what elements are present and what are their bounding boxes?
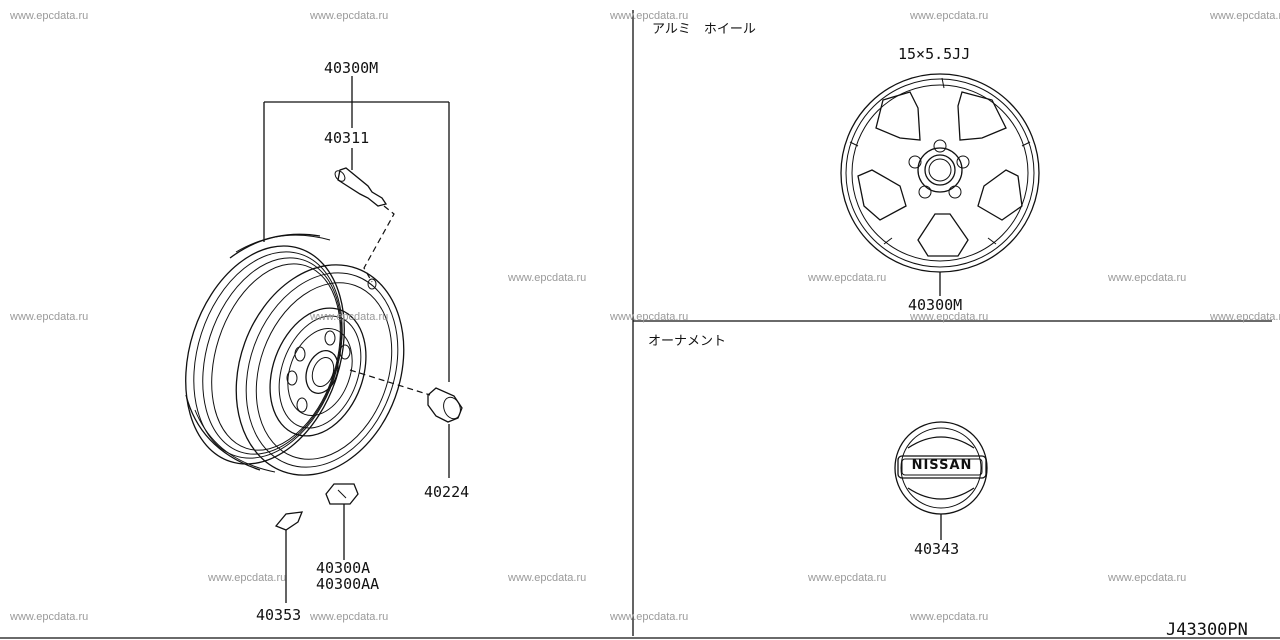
steel-wheel-drawing: [185, 233, 405, 476]
watermark: www.epcdata.ru: [910, 311, 989, 323]
valve-stem: [334, 148, 395, 283]
watermark: www.epcdata.ru: [208, 572, 287, 584]
watermark: www.epcdata.ru: [808, 572, 887, 584]
part-number-weight-b[interactable]: 40353: [256, 606, 302, 624]
watermark: www.epcdata.ru: [508, 572, 587, 584]
watermark: www.epcdata.ru: [910, 10, 989, 22]
part-number-weight-a[interactable]: 40300A: [316, 559, 371, 577]
watermark: www.epcdata.ru: [1108, 572, 1187, 584]
watermark: www.epcdata.ru: [1210, 311, 1280, 323]
watermark: www.epcdata.ru: [508, 272, 587, 284]
part-number-wheel-assembly[interactable]: 40300M: [324, 59, 379, 77]
watermark: www.epcdata.ru: [10, 311, 89, 323]
assembly-bracket: [263, 76, 450, 382]
wheel-size-label: 15×5.5JJ: [898, 45, 971, 63]
watermark: www.epcdata.ru: [610, 10, 689, 22]
alloy-wheel-drawing: [840, 73, 1040, 296]
watermark: www.epcdata.ru: [1108, 272, 1187, 284]
part-number-valve[interactable]: 40311: [324, 129, 370, 147]
watermark: www.epcdata.ru: [910, 611, 989, 623]
watermark: www.epcdata.ru: [808, 272, 887, 284]
part-number-ornament[interactable]: 40343: [914, 540, 960, 558]
part-number-weight-aa[interactable]: 40300AA: [316, 575, 380, 593]
ornament-drawing: [894, 421, 988, 540]
watermark: www.epcdata.ru: [310, 311, 389, 323]
ornament-title: オーナメント: [648, 334, 727, 349]
emblem-text: NISSAN: [911, 458, 973, 473]
part-number-nut[interactable]: 40224: [424, 483, 470, 501]
watermark: www.epcdata.ru: [610, 311, 689, 323]
diagram-code: J43300PN: [1166, 620, 1248, 640]
alloy-wheel-title: アルミ ホイール: [652, 22, 756, 37]
part-number-alloy-wheel[interactable]: 40300M: [908, 296, 963, 314]
wheel-nut: [349, 369, 463, 478]
watermark: www.epcdata.ru: [1210, 10, 1280, 22]
watermark: www.epcdata.ru: [10, 611, 89, 623]
watermark: www.epcdata.ru: [310, 10, 389, 22]
watermark: www.epcdata.ru: [310, 611, 389, 623]
watermark: www.epcdata.ru: [610, 611, 689, 623]
balance-weight-a: [325, 483, 359, 560]
balance-weight-b: [274, 511, 304, 603]
watermark: www.epcdata.ru: [10, 10, 89, 22]
